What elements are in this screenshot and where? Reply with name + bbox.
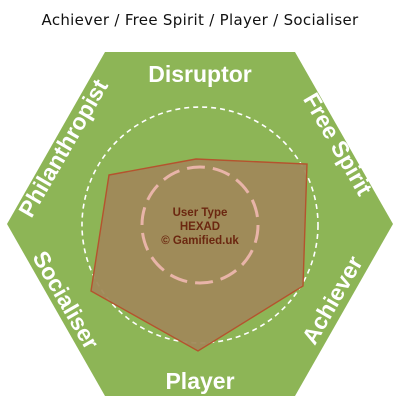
center-line-1: User Type — [173, 207, 228, 219]
inner-dashed-circle — [140, 165, 260, 285]
outer-dashed-circle — [81, 106, 319, 344]
label-player: Player — [165, 368, 234, 394]
center-line-2: HEXAD — [180, 221, 220, 233]
figure-caption: Achiever / Free Spirit / Player / Social… — [41, 11, 359, 29]
label-disruptor: Disruptor — [148, 61, 252, 87]
user-profile-polygon — [90, 158, 308, 352]
center-line-3: © Gamified.uk — [161, 235, 239, 247]
